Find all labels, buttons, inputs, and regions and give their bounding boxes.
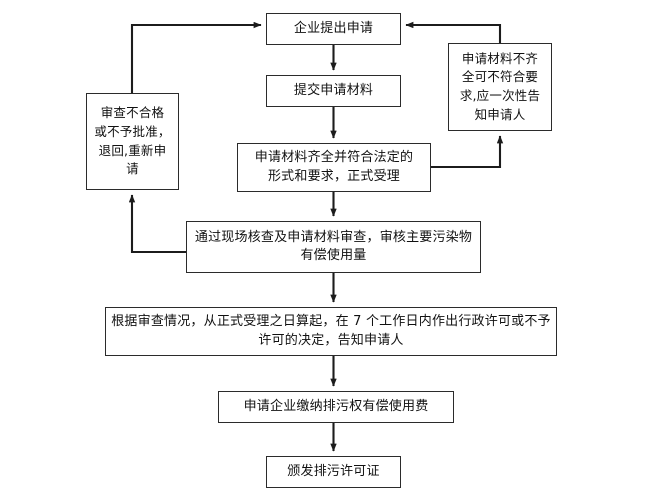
node-label: 审查不合格 或不予批准， 退回,重新申 请: [94, 105, 171, 177]
node-label: 颁发排污许可证: [287, 463, 380, 479]
node-permit-decision[interactable]: 根据审查情况，从正式受理之日算起，在 7 个工作日内作出行政许可或不予 许可的决…: [105, 307, 557, 356]
node-label: 申请材料不齐 全可不符合要 求,应一次性告 知申请人: [459, 50, 541, 122]
node-label: 根据审查情况，从正式受理之日算起，在 7 个工作日内作出行政许可或不予 许可的决…: [111, 314, 551, 348]
node-label: 申请材料齐全并符合法定的 形式和要求，正式受理: [254, 150, 414, 184]
node-label: 提交申请材料: [293, 82, 374, 98]
node-enterprise-application[interactable]: 企业提出申请: [266, 13, 401, 45]
edge-accept-to-incomplete: [431, 135, 504, 169]
edge-review-to-reject: [128, 194, 186, 254]
node-review-rejected[interactable]: 审查不合格 或不予批准， 退回,重新申 请: [86, 93, 179, 190]
node-formal-acceptance[interactable]: 申请材料齐全并符合法定的 形式和要求，正式受理: [237, 143, 431, 192]
edge-incomplete-to-apply: [405, 21, 502, 43]
node-issue-permit[interactable]: 颁发排污许可证: [266, 456, 401, 488]
node-label: 企业提出申请: [293, 20, 374, 36]
node-label: 申请企业缴纳排污权有偿使用费: [243, 398, 429, 414]
node-pay-usage-fee[interactable]: 申请企业缴纳排污权有偿使用费: [218, 391, 454, 423]
node-submit-materials[interactable]: 提交申请材料: [266, 75, 401, 107]
edge-reject-to-apply: [130, 21, 262, 93]
node-materials-incomplete[interactable]: 申请材料不齐 全可不符合要 求,应一次性告 知申请人: [448, 43, 552, 131]
node-onsite-review[interactable]: 通过现场核查及申请材料审查，审核主要污染物 有偿使用量: [186, 221, 481, 273]
node-label: 通过现场核查及申请材料审查，审核主要污染物 有偿使用量: [194, 229, 473, 263]
